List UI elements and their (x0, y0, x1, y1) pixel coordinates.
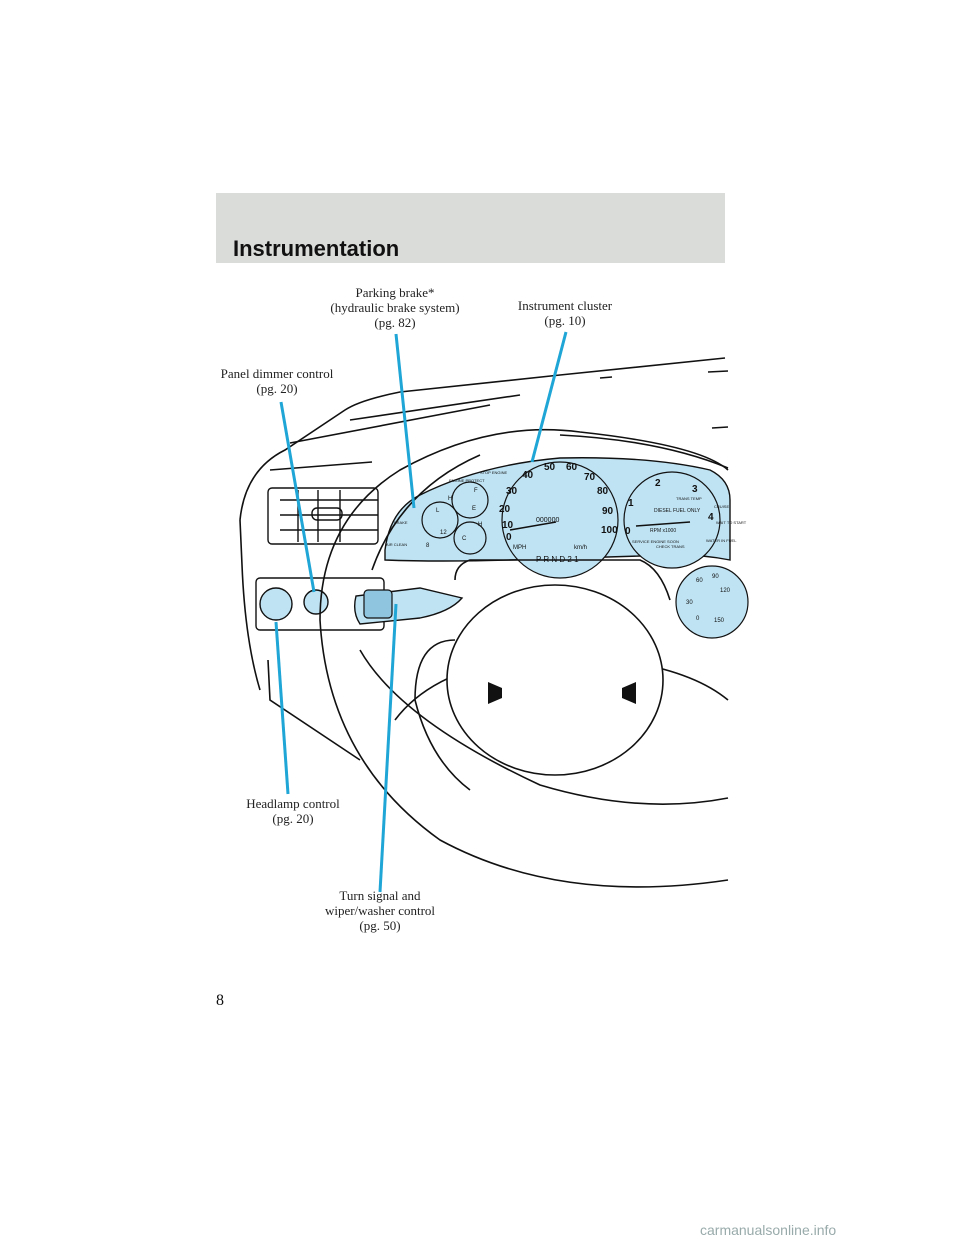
turn-signal-stalk (353, 587, 464, 625)
warning-check-trans: CHECK TRANS (656, 544, 685, 549)
callout-instrument-cluster-line1: Instrument cluster (517, 298, 613, 313)
tach-1: 1 (628, 498, 634, 509)
warning-stop-engine: STOP ENGINE (480, 470, 508, 475)
speedo-70: 70 (584, 472, 596, 483)
callout-panel-dimmer-line1: Panel dimmer control (220, 366, 334, 381)
volt-8: 8 (426, 543, 430, 549)
fuel-empty: E (472, 506, 476, 512)
horn-icons (488, 682, 636, 704)
leader-headlamp (274, 621, 290, 795)
speedo-50: 50 (544, 462, 556, 473)
cluster-gauges (421, 461, 721, 579)
diesel-label: DIESEL FUEL ONLY (654, 508, 701, 514)
air-pressure-gauge (675, 565, 749, 639)
callout-turn-signal-line2: wiper/washer control (324, 903, 436, 918)
speedo-10: 10 (502, 520, 514, 531)
speedo-20: 20 (499, 504, 511, 515)
warning-engine-protect: ENGINE PROTECT (449, 478, 485, 483)
speedo-80: 80 (597, 486, 609, 497)
air-vent (267, 487, 379, 545)
tach-0: 0 (625, 526, 631, 537)
tach-3: 3 (692, 484, 698, 495)
temp-hot: H (448, 496, 452, 502)
speedo-100: 100 (601, 525, 618, 536)
gauge-needles (509, 521, 691, 531)
watermark: carmanualsonline.info (700, 1222, 837, 1238)
speedo-30: 30 (506, 486, 518, 497)
warning-cruise: CRUISE (714, 504, 729, 509)
odometer: 000000 (536, 517, 559, 524)
callout-leader-lines (274, 331, 568, 893)
oil-low: L (436, 508, 440, 514)
dashboard-outline (239, 357, 729, 761)
warning-trans-temp: TRANS TEMP (676, 496, 702, 501)
callout-instrument-cluster-line2: (pg. 10) (544, 313, 586, 328)
speedo-40: 40 (522, 470, 534, 481)
warning-brake: BRAKE (394, 520, 408, 525)
callout-instrument-cluster: Instrument cluster (pg. 10) (510, 298, 620, 328)
volt-12: 12 (440, 530, 447, 536)
callout-parking-brake-line1: Parking brake* (355, 285, 435, 300)
header-band (216, 193, 725, 263)
callout-turn-signal-line1: Turn signal and (339, 888, 421, 903)
callout-panel-dimmer: Panel dimmer control (pg. 20) (212, 366, 342, 396)
callout-panel-dimmer-line2: (pg. 20) (256, 381, 298, 396)
speedo-90: 90 (602, 506, 614, 517)
callout-headlamp: Headlamp control (pg. 20) (238, 796, 348, 826)
air-150: 150 (714, 618, 725, 624)
speedo-unit: MPH (513, 545, 526, 551)
section-title: Instrumentation (233, 236, 400, 261)
tach-2: 2 (655, 478, 661, 489)
oil-high: H (478, 522, 482, 528)
air-90: 90 (712, 574, 719, 580)
callout-parking-brake: Parking brake* (hydraulic brake system) … (320, 285, 470, 330)
air-120: 120 (720, 588, 731, 594)
leader-turn-signal (378, 603, 398, 893)
tach-4: 4 (708, 512, 714, 523)
callout-parking-brake-line2: (hydraulic brake system) (330, 300, 460, 315)
leader-instrument-cluster (530, 331, 568, 463)
speedo-60: 60 (566, 462, 578, 473)
dimmer-knob (303, 589, 329, 615)
kmh-unit: km/h (574, 545, 587, 551)
prndl: P R N D 2 1 (536, 555, 579, 564)
leader-parking-brake (394, 333, 416, 509)
air-30: 30 (686, 600, 693, 606)
warning-air-clean: AIR CLEAN (386, 542, 407, 547)
speedo-0: 0 (506, 532, 512, 543)
cluster-labels: 0 10 20 30 40 50 60 70 80 90 100 000000 … (386, 462, 747, 624)
air-60: 60 (696, 578, 703, 584)
leader-panel-dimmer (279, 401, 316, 593)
callout-headlamp-line2: (pg. 20) (272, 811, 314, 826)
warning-wait-to-start: WAIT TO START (716, 520, 747, 525)
warning-water-in-fuel: WATER IN FUEL (706, 538, 737, 543)
temp-cold: C (462, 536, 467, 542)
tach-unit: RPM x1000 (650, 528, 676, 534)
air-0: 0 (696, 616, 700, 622)
callout-turn-signal-line3: (pg. 50) (359, 918, 401, 933)
callout-headlamp-line1: Headlamp control (246, 796, 340, 811)
callout-turn-signal: Turn signal and wiper/washer control (pg… (320, 888, 440, 933)
callout-parking-brake-line3: (pg. 82) (374, 315, 416, 330)
headlamp-knob (259, 587, 293, 621)
fuel-full: F (474, 488, 478, 494)
page-number: 8 (216, 992, 224, 1009)
warning-service-engine: SERVICE ENGINE SOON (632, 539, 679, 544)
steering-wheel (319, 428, 729, 888)
